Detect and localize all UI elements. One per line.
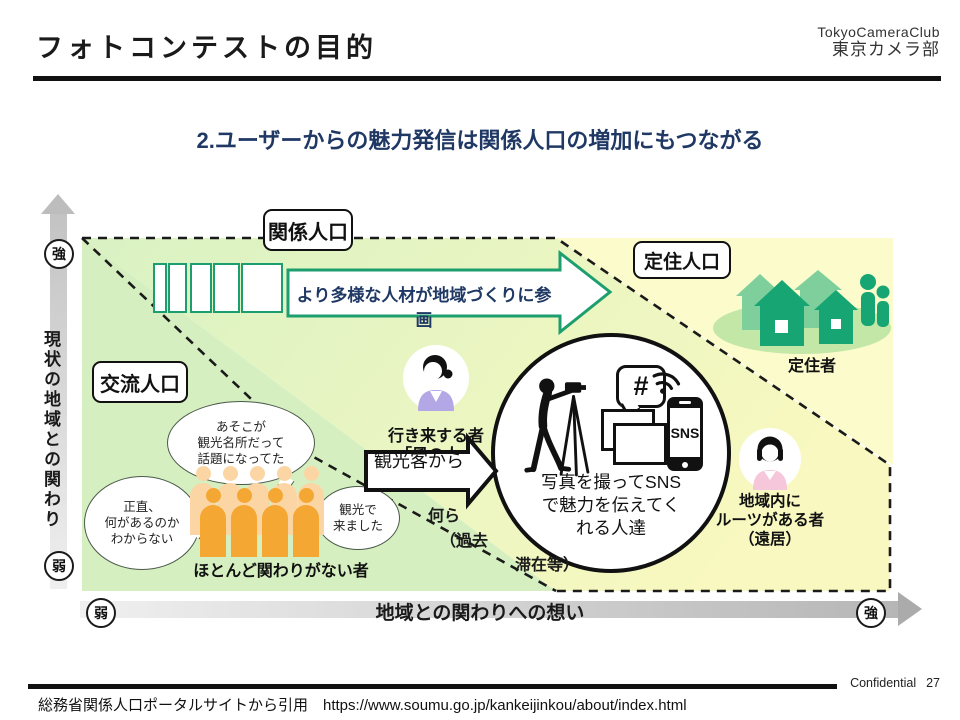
x-axis-right-arrow-icon	[898, 592, 922, 626]
crowd-person-icon	[200, 488, 226, 557]
bubble-line: 来ました	[332, 519, 383, 533]
sns-circle-caption: 写真を撮ってSNS で魅力を伝えてく れる人達	[511, 471, 711, 540]
photographer-icon	[524, 378, 590, 477]
slide-subtitle: 2.ユーザーからの魅力発信は関係人口の増加にもつながる	[196, 128, 764, 153]
y-axis-up-arrow-icon	[41, 194, 75, 214]
sns-caption-line: 写真を撮ってSNS	[540, 472, 682, 492]
wifi-icon	[652, 372, 681, 394]
sns-caption-line: で魅力を伝えてく	[541, 495, 681, 515]
crowd-caption: ほとんど関わりがない者	[193, 563, 369, 580]
settlers-caption: 定住者	[788, 358, 837, 375]
sns-caption-line: れる人達	[576, 518, 646, 538]
participation-bar	[213, 263, 240, 313]
zone-label-kankei: 関係人口	[263, 209, 353, 251]
bubble-line: 話題になってた	[197, 452, 285, 466]
x-axis-weak-badge: 弱	[86, 598, 116, 628]
hashtag-bubble-icon: #	[616, 365, 666, 408]
banner-arrow-icon	[286, 250, 613, 336]
confidential-note: Confidential 27	[850, 676, 940, 690]
hidden-text-fragment: （過去	[440, 533, 489, 550]
roots-label-line: ルーツがある者	[715, 512, 825, 529]
page-title: フォトコンテストの目的	[36, 33, 377, 63]
bubble-line: 観光で	[339, 503, 377, 517]
participation-bar	[153, 263, 167, 313]
x-axis-bar	[80, 601, 900, 618]
hidden-text-fragment: 何ら	[428, 508, 461, 525]
hidden-text-fragment: 滞在等）	[515, 557, 580, 574]
banner-text: より多様な人材が地域づくりに参画	[296, 286, 552, 330]
roots-label-line: 地域内に	[738, 493, 801, 510]
y-axis-weak-badge: 弱	[44, 551, 74, 581]
tourist-arrow-icon	[364, 432, 499, 510]
participation-bar	[168, 263, 187, 313]
x-axis-strong-badge: 強	[856, 598, 886, 628]
speech-bubble-sightseeing: 観光で 来ました	[316, 486, 400, 550]
speech-bubble-honest: 正直、 何があるのか わからない	[84, 476, 200, 570]
commuter-label-line1: 行き来する者	[387, 428, 484, 445]
tokyo-camera-club-logo: TokyoCameraClub 東京カメラ部	[817, 24, 940, 60]
crowd-person-icon	[231, 488, 257, 557]
page-number: 27	[926, 676, 940, 690]
bubble-line: 正直、	[123, 500, 161, 514]
y-axis-label: 現状の地域との関わり	[41, 330, 60, 530]
bubble-line: 何があるのか	[104, 516, 180, 530]
x-axis-label: 地域との関わりへの想い	[375, 603, 585, 624]
zone-label-teiju: 定住人口	[633, 241, 731, 279]
photo-frame-icon	[613, 423, 667, 465]
source-citation: 総務省関係人口ポータルサイトから引用 https://www.soumu.go.…	[38, 697, 687, 714]
y-axis-strong-badge: 強	[44, 239, 74, 269]
sns-photographers-circle: # SNS 写真を撮ってSNS で魅力を伝えてく れる人達	[491, 333, 731, 573]
title-underline	[33, 76, 941, 81]
zone-label-koryu: 交流人口	[92, 361, 188, 403]
crowd-person-icon	[293, 488, 319, 557]
phone-screen-label: SNS	[670, 408, 700, 457]
logo-latin: TokyoCameraClub	[817, 24, 940, 40]
houses-icon	[736, 270, 890, 346]
commuter-avatar	[403, 345, 469, 411]
bubble-line: 観光名所だって	[197, 436, 285, 450]
woman-pink-icon	[753, 436, 787, 490]
woman-purple-icon	[418, 355, 454, 411]
crowd-person-icon	[262, 488, 288, 557]
y-axis-bar	[50, 212, 67, 589]
phone-home-button	[682, 462, 688, 468]
footer-divider	[28, 684, 837, 689]
roots-label: 地域内に ルーツがある者 （遠居）	[700, 492, 840, 549]
logo-japanese: 東京カメラ部	[832, 40, 940, 60]
tourist-arrow-label: 観光客から	[374, 451, 464, 471]
participation-bar	[190, 263, 212, 313]
bubble-line: あそこが	[215, 420, 266, 434]
bubble-line: わからない	[110, 532, 174, 546]
confidential-label: Confidential	[850, 676, 917, 690]
phone-speaker	[679, 401, 691, 404]
roots-avatar	[739, 428, 801, 490]
participation-bar	[241, 263, 283, 313]
sns-phone-icon: SNS	[667, 397, 703, 471]
roots-label-line: （遠居）	[738, 531, 801, 548]
